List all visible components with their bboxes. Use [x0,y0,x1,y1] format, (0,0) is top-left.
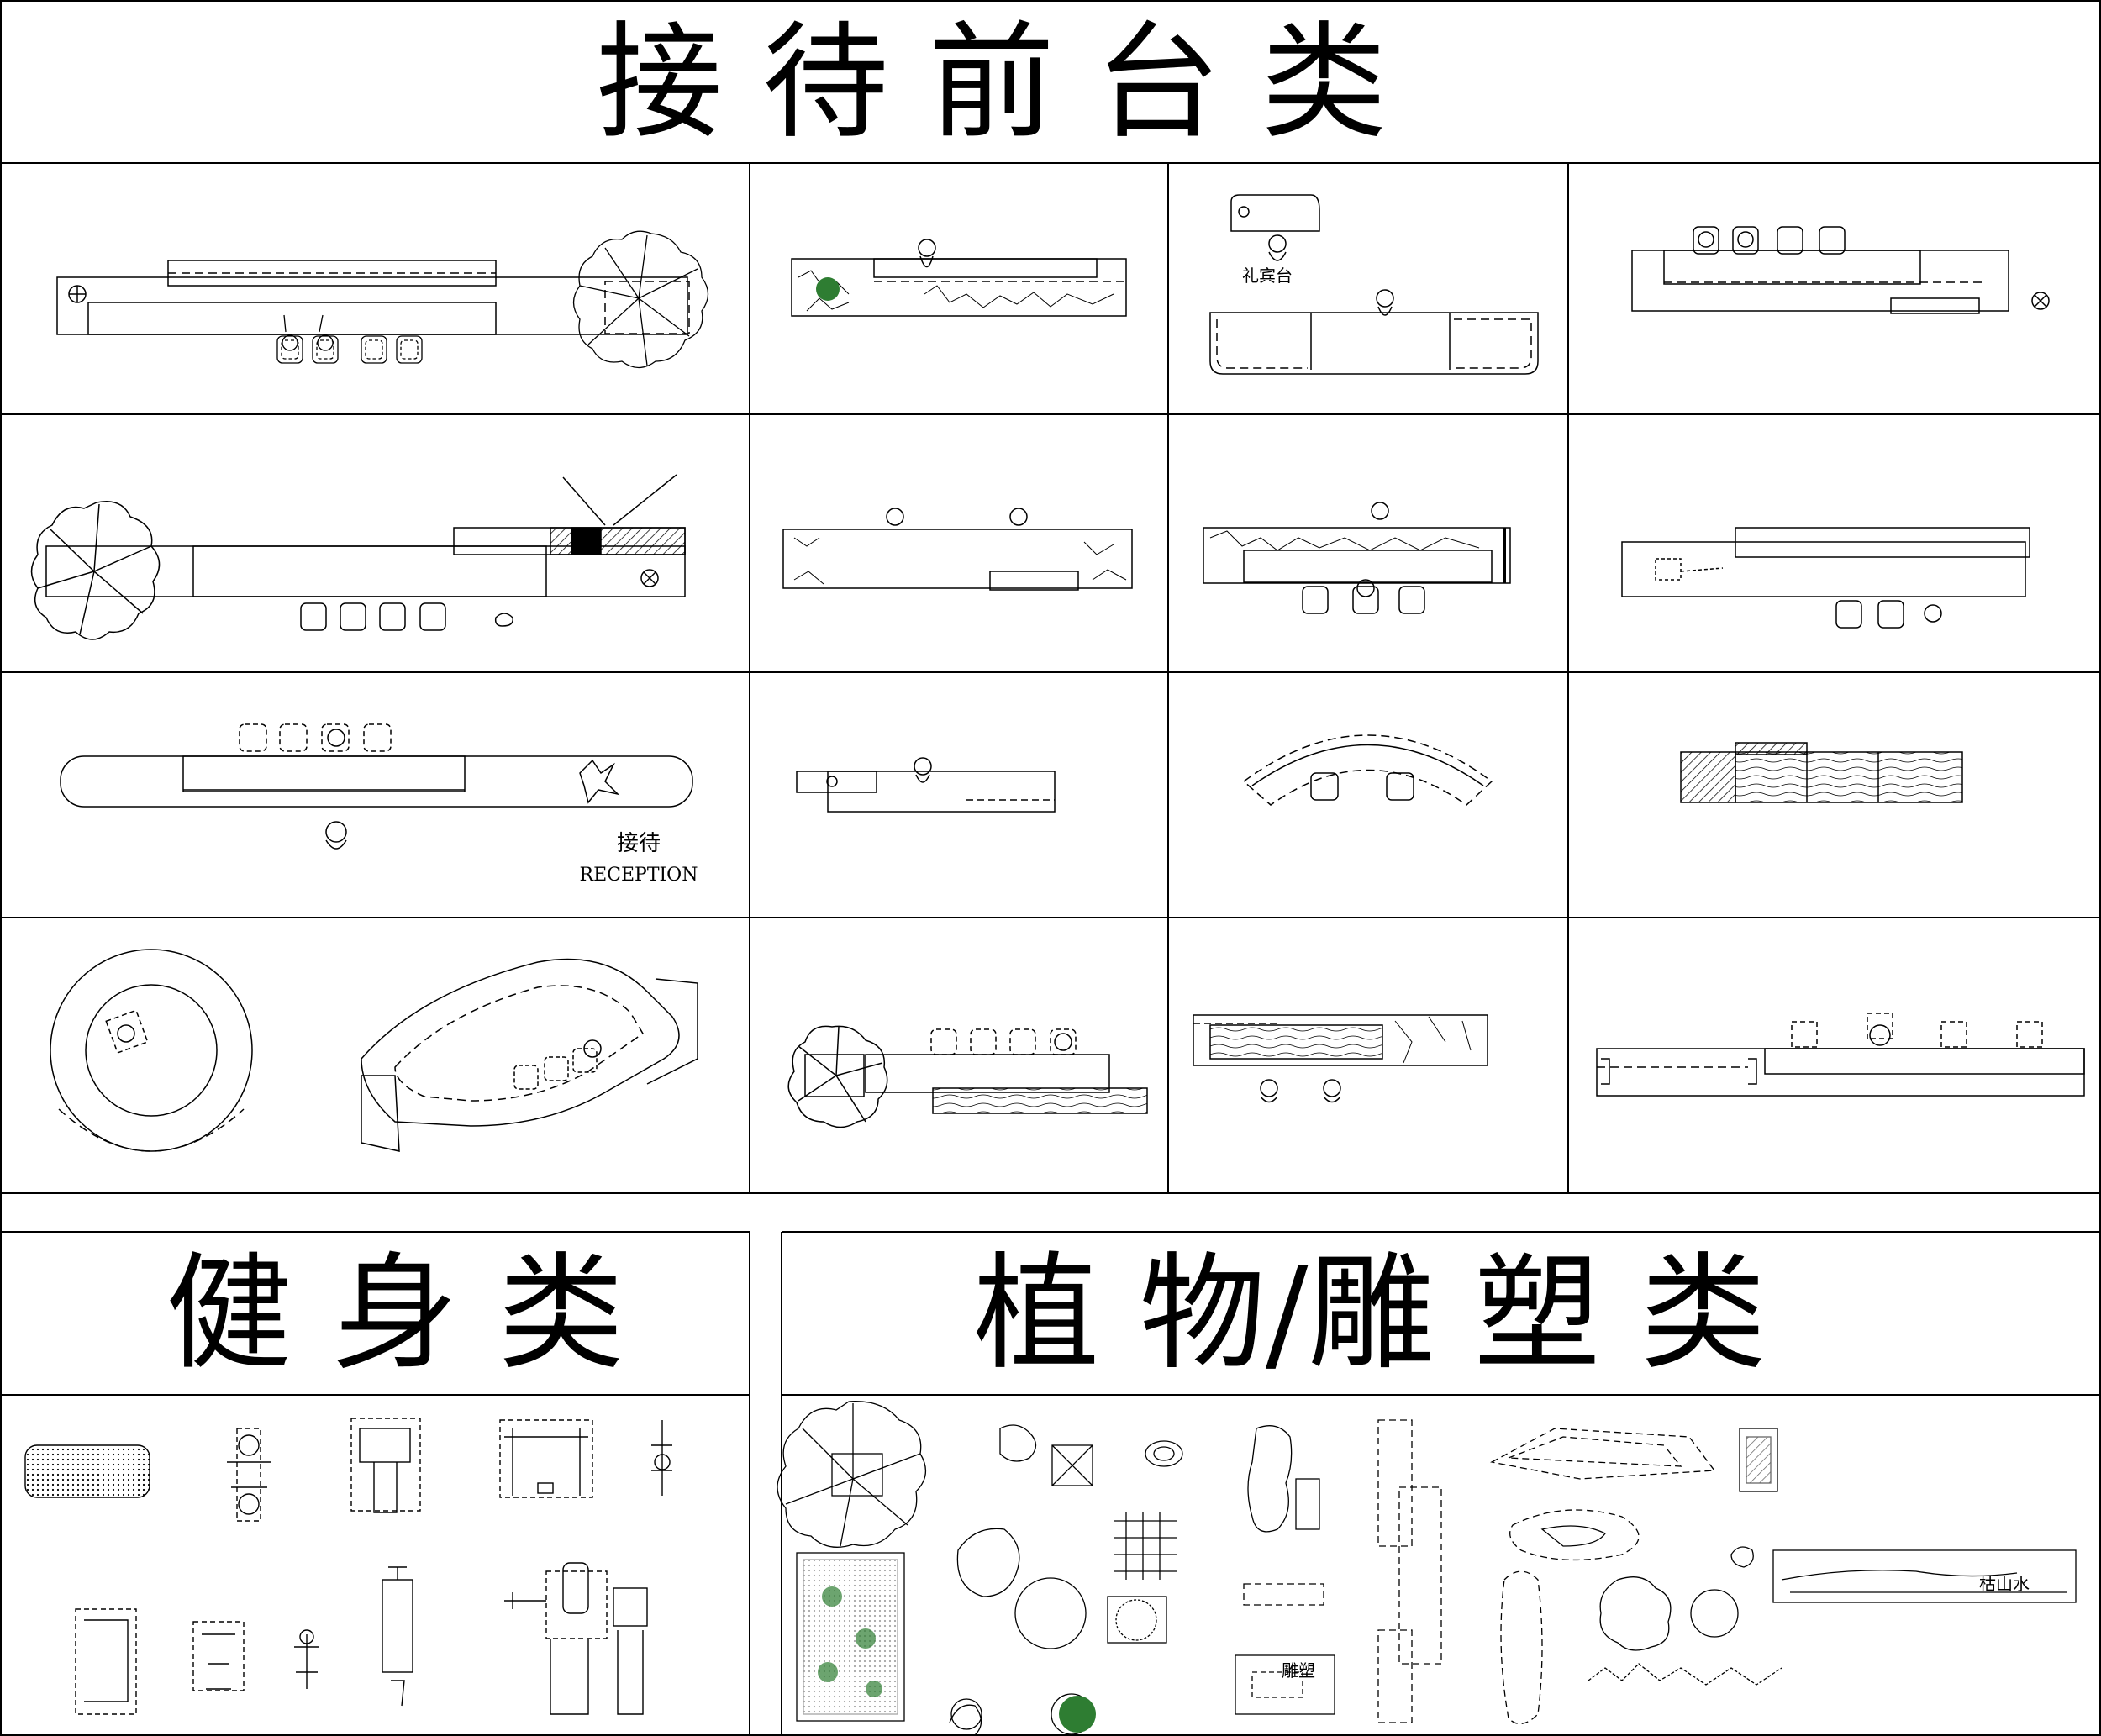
vip-desk-label: 礼宾台 [1242,266,1293,286]
reception-desk-vip [1209,194,1539,375]
sculpture-label: 雕塑 [1282,1660,1315,1681]
reception-desk-freeform [361,958,698,1152]
reception-en-label: RECEPTION [580,865,698,886]
reception-desk-circular [50,949,253,1152]
reception-desk-marble-2 [782,508,1133,591]
plants-and-sculpture [777,1401,2077,1736]
reception-cn-label: 接待 [617,831,661,856]
green-plant-fills [818,1586,1096,1733]
reception-desk-l-shape [1621,527,2030,629]
dry-landscape-label: 枯山水 [1979,1574,2030,1594]
reception-desk-marble-1 [791,239,1127,317]
tree-icon [572,230,709,369]
plant-icon [816,277,840,301]
plants-section-title: 植 物/雕 塑 类 [973,1241,1767,1387]
reception-desk-small [796,757,1056,813]
reception-desk-bar [1596,1013,2085,1097]
reception-desk-wood [1680,742,1963,803]
fitness-equipment [24,1418,672,1715]
reception-desk-arc [1242,734,1493,806]
reception-desk-stone [1193,1014,1488,1103]
reception-section-title: 接 待 前 台 类 [597,10,1388,156]
reception-desk-long-3 [30,474,686,640]
reception-desk-long-1 [56,260,690,335]
reception-desk-marble-3 [1203,502,1511,614]
reception-desk-with-tree [787,1025,1148,1128]
reception-desk-long-2 [1631,226,2050,314]
reception-desk-rounded [60,723,693,850]
fitness-section-title: 健 身 类 [166,1241,624,1387]
chair-row [276,314,423,364]
